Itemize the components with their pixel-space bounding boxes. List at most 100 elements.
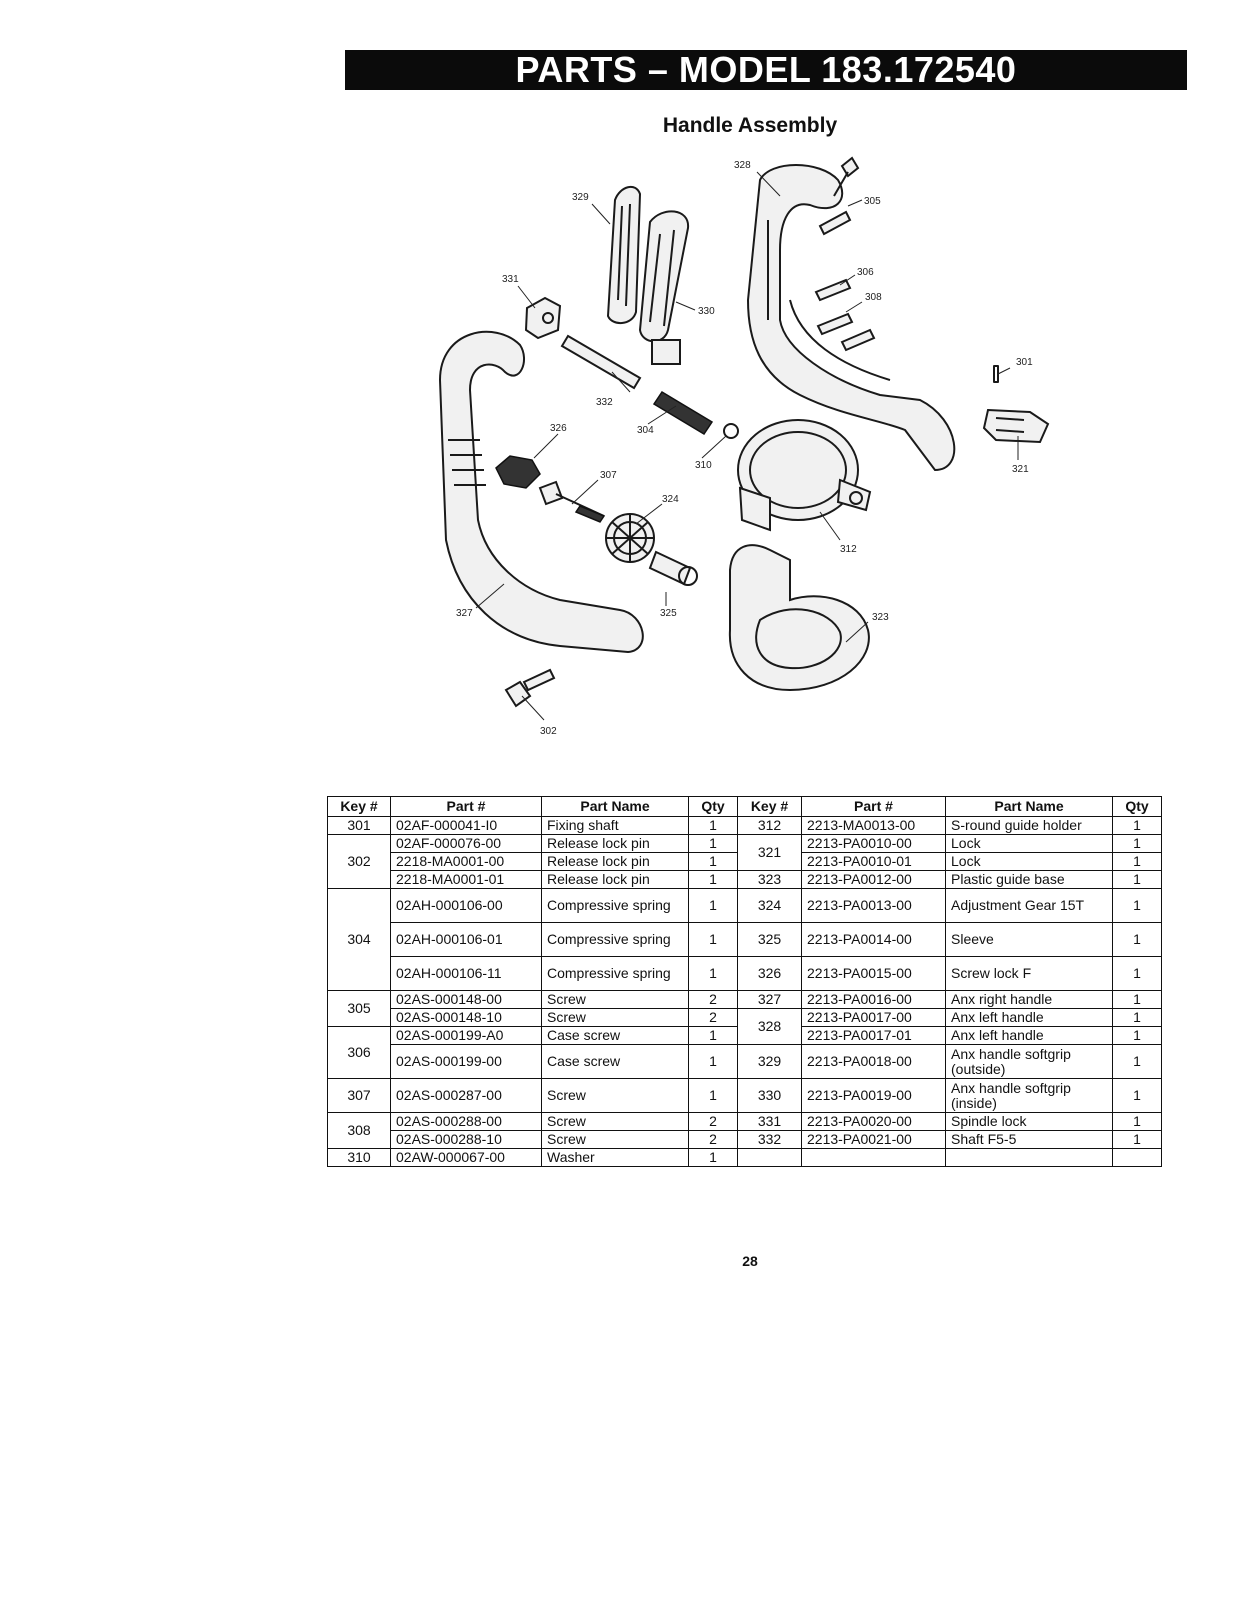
callout-328: 328 [734,160,751,171]
shaft-part [560,334,642,390]
table-row: 02AH-000106-11 Compressive spring 1 326 … [328,956,1162,991]
key-cell: 301 [327,816,391,835]
qty-cell: 1 [1112,870,1162,889]
key-cell: 327 [737,990,802,1009]
part-number-cell: 2213-PA0021-00 [801,1130,946,1149]
softgrip-inside-part [638,210,690,365]
adjustment-gear-part [605,513,655,563]
qty-cell: 1 [1112,834,1162,853]
part-name-cell: Shaft F5-5 [945,1130,1113,1149]
part-name-cell: Lock [945,852,1113,871]
qty-cell: 1 [688,922,738,957]
table-row: 305 02AS-000148-00 Screw 2 327 2213-PA00… [327,990,1162,1027]
part-name-cell: Anx handle softgrip (outside) [945,1044,1113,1079]
part-name-cell: Case screw [541,1044,689,1079]
part-name-cell: S-round guide holder [945,816,1113,835]
part-number-cell: 02AS-000199-00 [390,1044,542,1079]
part-name-cell: Lock [945,834,1113,853]
qty-cell: 1 [1112,1112,1162,1131]
part-name-cell: Compressive spring [541,956,689,991]
qty-cell: 1 [688,1148,738,1167]
callout-305: 305 [864,196,881,207]
part-number-cell: 02AH-000106-01 [390,922,542,957]
key-cell: 307 [327,1078,391,1113]
part-number-cell: 2213-PA0017-00 [801,1008,946,1027]
sleeve-part [648,550,698,586]
page-banner: PARTS – MODEL 183.172540 [345,50,1187,90]
table-row: 2218-MA0001-01 Release lock pin 1 323 22… [328,870,1162,889]
part-number-cell: 02AF-000076-00 [390,834,542,853]
qty-cell: 1 [688,888,738,923]
table-row: 306 02AS-000199-A0 Case screw 1 2213-PA0… [327,1026,1162,1079]
callout-327: 327 [456,608,473,619]
key-cell: 321 [737,834,802,871]
header-part-number: Part # [801,796,946,817]
qty-cell: 2 [688,1112,738,1131]
part-number-cell: 02AS-000288-00 [390,1112,542,1131]
part-number-cell: 2213-PA0010-01 [801,852,946,871]
part-name-cell: Release lock pin [541,852,689,871]
part-number-cell: 2213-PA0012-00 [801,870,946,889]
table-row: 301 02AF-000041-I0 Fixing shaft 1 312 22… [327,816,1162,835]
table-row: 308 02AS-000288-00 Screw 2 331 2213-PA00… [327,1112,1162,1149]
part-number-cell: 02AW-000067-00 [390,1148,542,1167]
left-handle-part [746,164,956,472]
part-number-cell: 02AH-000106-00 [390,888,542,923]
callout-306: 306 [857,267,874,278]
key-cell: 306 [327,1026,391,1079]
part-number-cell: 2213-PA0010-00 [801,834,946,853]
key-cell: 304 [327,888,391,991]
qty-cell: 1 [688,834,738,853]
callout-326: 326 [550,423,567,434]
part-number-cell: 02AS-000287-00 [390,1078,542,1113]
qty-cell: 1 [1112,1130,1162,1149]
qty-cell: 1 [688,1026,738,1045]
case-screws-group [814,156,876,352]
part-name-cell: Case screw [541,1026,689,1045]
part-number-cell: 02AS-000199-A0 [390,1026,542,1045]
part-name-cell: Anx right handle [945,990,1113,1009]
part-number-cell: 2213-PA0017-01 [801,1026,946,1045]
callout-329: 329 [572,192,589,203]
key-cell: 329 [737,1044,802,1079]
key-cell: 308 [327,1112,391,1149]
qty-cell: 1 [1112,1044,1162,1079]
part-number-cell: 02AH-000106-11 [390,956,542,991]
part-number-cell: 02AS-000148-00 [390,990,542,1009]
part-number-cell: 2213-MA0013-00 [801,816,946,835]
release-lock-pin-part [504,668,556,708]
callout-321: 321 [1012,464,1029,475]
part-name-cell: Screw [541,1112,689,1131]
qty-cell: 1 [1112,922,1162,957]
table-row: 307 02AS-000287-00 Screw 1 330 2213-PA00… [327,1078,1162,1113]
qty-cell: 1 [1112,990,1162,1009]
key-cell: 312 [737,816,802,835]
qty-cell: 1 [1112,1026,1162,1045]
header-qty: Qty [1112,796,1162,817]
qty-cell: 1 [1112,1078,1162,1113]
table-row: 2218-MA0001-00 Release lock pin 1 2213-P… [328,852,1162,871]
qty-cell: 2 [688,1130,738,1149]
callout-330: 330 [698,306,715,317]
part-name-cell: Screw [541,1008,689,1027]
exploded-parts-diagram: 328 305 329 306 308 331 330 301 332 326 … [438,156,1050,737]
callout-312: 312 [840,544,857,555]
header-part-number: Part # [390,796,542,817]
callout-308: 308 [865,292,882,303]
callout-301: 301 [1016,357,1033,368]
table-row: 02AH-000106-01 Compressive spring 1 325 … [328,922,1162,957]
qty-cell: 1 [688,870,738,889]
empty-cell [1112,1148,1162,1167]
washer-part [723,423,739,439]
fixing-shaft-part [993,365,999,383]
callout-307: 307 [600,470,617,481]
part-name-cell: Anx left handle [945,1008,1113,1027]
callout-304: 304 [637,425,654,436]
callout-325: 325 [660,608,677,619]
part-number-cell: 2213-PA0019-00 [801,1078,946,1113]
key-cell: 302 [327,834,391,889]
header-key: Key # [327,796,391,817]
part-name-cell: Plastic guide base [945,870,1113,889]
part-name-cell: Anx left handle [945,1026,1113,1045]
qty-cell: 1 [688,956,738,991]
